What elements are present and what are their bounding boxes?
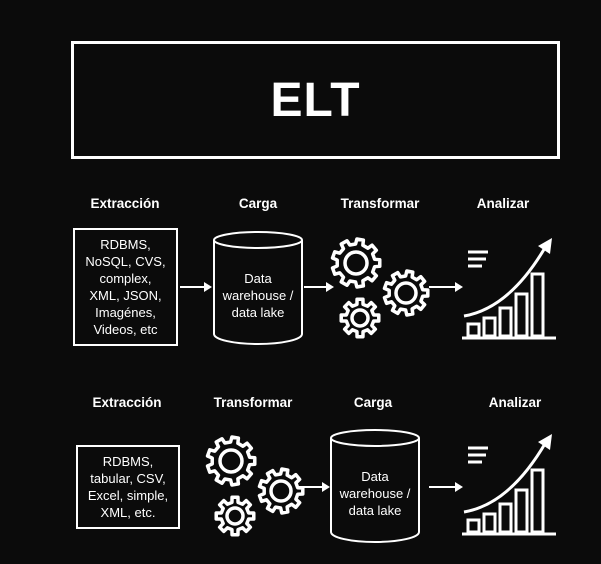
row2-label-extraction: Extracción	[92, 395, 162, 410]
row1-label-transform: Transformar	[340, 196, 420, 211]
arrow-right-icon	[180, 282, 212, 292]
database-cylinder-icon	[213, 231, 303, 345]
growth-chart-icon	[462, 434, 556, 536]
row2-source-text: RDBMS, tabular, CSV, Excel, simple, XML,…	[87, 454, 169, 520]
row1-source-box: RDBMS, NoSQL, CVS, complex, XML, JSON, I…	[73, 228, 178, 346]
database-cylinder-icon	[330, 429, 420, 543]
arrow-right-icon	[429, 482, 463, 492]
row1-source-text: RDBMS, NoSQL, CVS, complex, XML, JSON, I…	[85, 237, 166, 337]
row2-source-box: RDBMS, tabular, CSV, Excel, simple, XML,…	[76, 445, 180, 529]
row2-storage-text: Data warehouse / data lake	[339, 469, 411, 518]
growth-chart-icon	[462, 238, 556, 340]
row1-storage-text: Data warehouse / data lake	[222, 271, 294, 320]
gears-icon	[330, 237, 430, 339]
title-box: ELT	[71, 41, 560, 159]
row1-label-extraction: Extracción	[90, 196, 160, 211]
row1-label-analyze: Analizar	[476, 196, 530, 211]
row2-label-transform: Transformar	[213, 395, 293, 410]
diagram-title: ELT	[270, 73, 361, 127]
row2-label-analyze: Analizar	[488, 395, 542, 410]
arrow-right-icon	[429, 282, 463, 292]
gears-icon	[205, 435, 305, 537]
row1-label-load: Carga	[238, 196, 278, 211]
row2-label-load: Carga	[353, 395, 393, 410]
arrow-right-icon	[304, 282, 334, 292]
arrow-right-icon	[298, 482, 330, 492]
